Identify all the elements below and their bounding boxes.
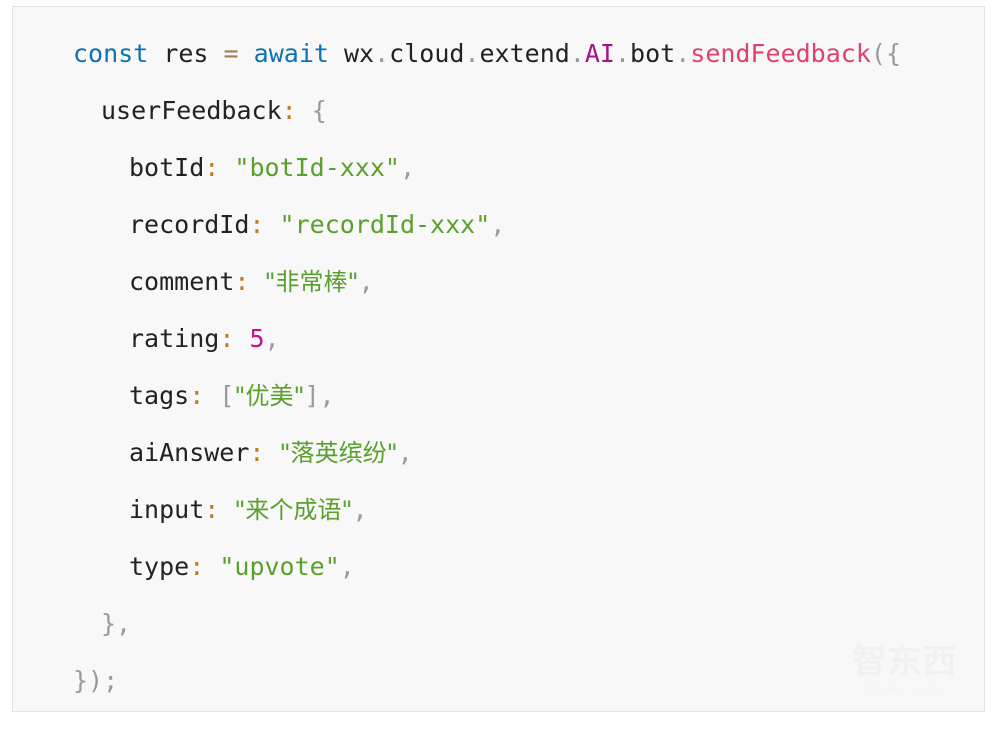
code-token-plain xyxy=(219,153,234,182)
code-line: recordId: "recordId-xxx", xyxy=(13,196,984,253)
code-token-colon: : xyxy=(234,267,250,296)
code-token-str: "落英缤纷" xyxy=(279,439,398,467)
code-token-prop: comment xyxy=(129,267,235,296)
code-token-func: sendFeedback xyxy=(690,39,871,68)
code-line: comment: "非常棒", xyxy=(13,253,984,310)
code-token-plain xyxy=(249,267,264,296)
code-line: botId: "botId-xxx", xyxy=(13,139,984,196)
code-token-plain: extend xyxy=(479,39,570,68)
code-token-dot: . xyxy=(675,39,691,68)
code-token-punct: , xyxy=(352,495,368,524)
code-token-prop: recordId xyxy=(129,210,250,239)
code-line: tags: ["优美"], xyxy=(13,367,984,424)
code-token-colon: : xyxy=(204,495,220,524)
code-token-punct: , xyxy=(264,324,280,353)
code-line: }, xyxy=(13,595,984,652)
code-token-plain xyxy=(204,381,219,410)
code-token-plain: res xyxy=(163,39,209,68)
code-token-plain xyxy=(264,210,279,239)
code-token-plain xyxy=(239,39,254,68)
code-token-dot: . xyxy=(614,39,631,68)
code-token-colon: : xyxy=(249,210,265,239)
code-token-class: AI xyxy=(584,39,615,68)
code-token-punct: ({ xyxy=(870,39,901,68)
code-token-plain xyxy=(204,552,219,581)
code-token-plain xyxy=(208,39,223,68)
code-token-plain xyxy=(219,495,234,524)
code-token-colon: : xyxy=(219,324,235,353)
code-token-kw: await xyxy=(253,39,329,68)
code-line: userFeedback: { xyxy=(13,82,984,139)
code-token-plain xyxy=(329,39,344,68)
code-token-str: "recordId-xxx" xyxy=(279,210,491,239)
code-token-plain xyxy=(234,324,249,353)
code-line: aiAnswer: "落英缤纷", xyxy=(13,424,984,481)
code-token-plain xyxy=(264,438,279,467)
code-token-str: "upvote" xyxy=(219,552,340,581)
code-token-prop: type xyxy=(129,552,190,581)
code-token-kw: const xyxy=(73,39,149,68)
code-token-dot: . xyxy=(464,39,480,68)
code-token-plain xyxy=(148,39,163,68)
code-token-dot: . xyxy=(374,39,390,68)
code-token-punct: , xyxy=(397,438,413,467)
code-token-punct: , xyxy=(339,552,355,581)
code-token-prop: botId xyxy=(129,153,205,182)
code-block[interactable]: const res = await wx.cloud.extend.AI.bot… xyxy=(13,7,984,711)
code-token-op: = xyxy=(223,39,239,68)
code-token-prop: aiAnswer xyxy=(129,438,250,467)
code-token-str: "botId-xxx" xyxy=(234,153,400,182)
code-token-prop: input xyxy=(129,495,205,524)
code-token-punct: }); xyxy=(73,666,119,695)
code-token-punct: , xyxy=(358,267,374,296)
code-line: const res = await wx.cloud.extend.AI.bot… xyxy=(13,25,984,82)
code-line: input: "来个成语", xyxy=(13,481,984,538)
code-token-plain: bot xyxy=(630,39,676,68)
code-token-plain xyxy=(297,96,312,125)
code-line: }); xyxy=(13,652,984,709)
code-token-colon: : xyxy=(204,153,220,182)
code-token-str: "非常棒" xyxy=(264,268,359,296)
code-line: rating: 5, xyxy=(13,310,984,367)
code-token-punct: ] xyxy=(304,381,320,410)
code-token-prop: userFeedback xyxy=(101,96,282,125)
code-token-plain: cloud xyxy=(389,39,465,68)
code-token-colon: : xyxy=(281,96,297,125)
code-token-punct: }, xyxy=(101,609,132,638)
code-token-punct: , xyxy=(490,210,506,239)
code-token-prop: rating xyxy=(129,324,220,353)
code-token-punct: , xyxy=(399,153,416,182)
code-token-colon: : xyxy=(189,552,205,581)
code-token-plain: wx xyxy=(344,39,375,68)
code-token-str: "来个成语" xyxy=(234,496,353,524)
code-token-colon: : xyxy=(189,381,205,410)
code-token-num: 5 xyxy=(249,324,265,353)
code-token-colon: : xyxy=(249,438,265,467)
code-token-punct: , xyxy=(319,381,335,410)
code-line: type: "upvote", xyxy=(13,538,984,595)
code-snippet-card: const res = await wx.cloud.extend.AI.bot… xyxy=(12,6,985,712)
code-token-dot: . xyxy=(569,39,585,68)
code-token-str: "优美" xyxy=(234,382,305,410)
code-token-punct: [ xyxy=(219,381,235,410)
code-token-punct: { xyxy=(311,96,327,125)
code-token-prop: tags xyxy=(129,381,190,410)
